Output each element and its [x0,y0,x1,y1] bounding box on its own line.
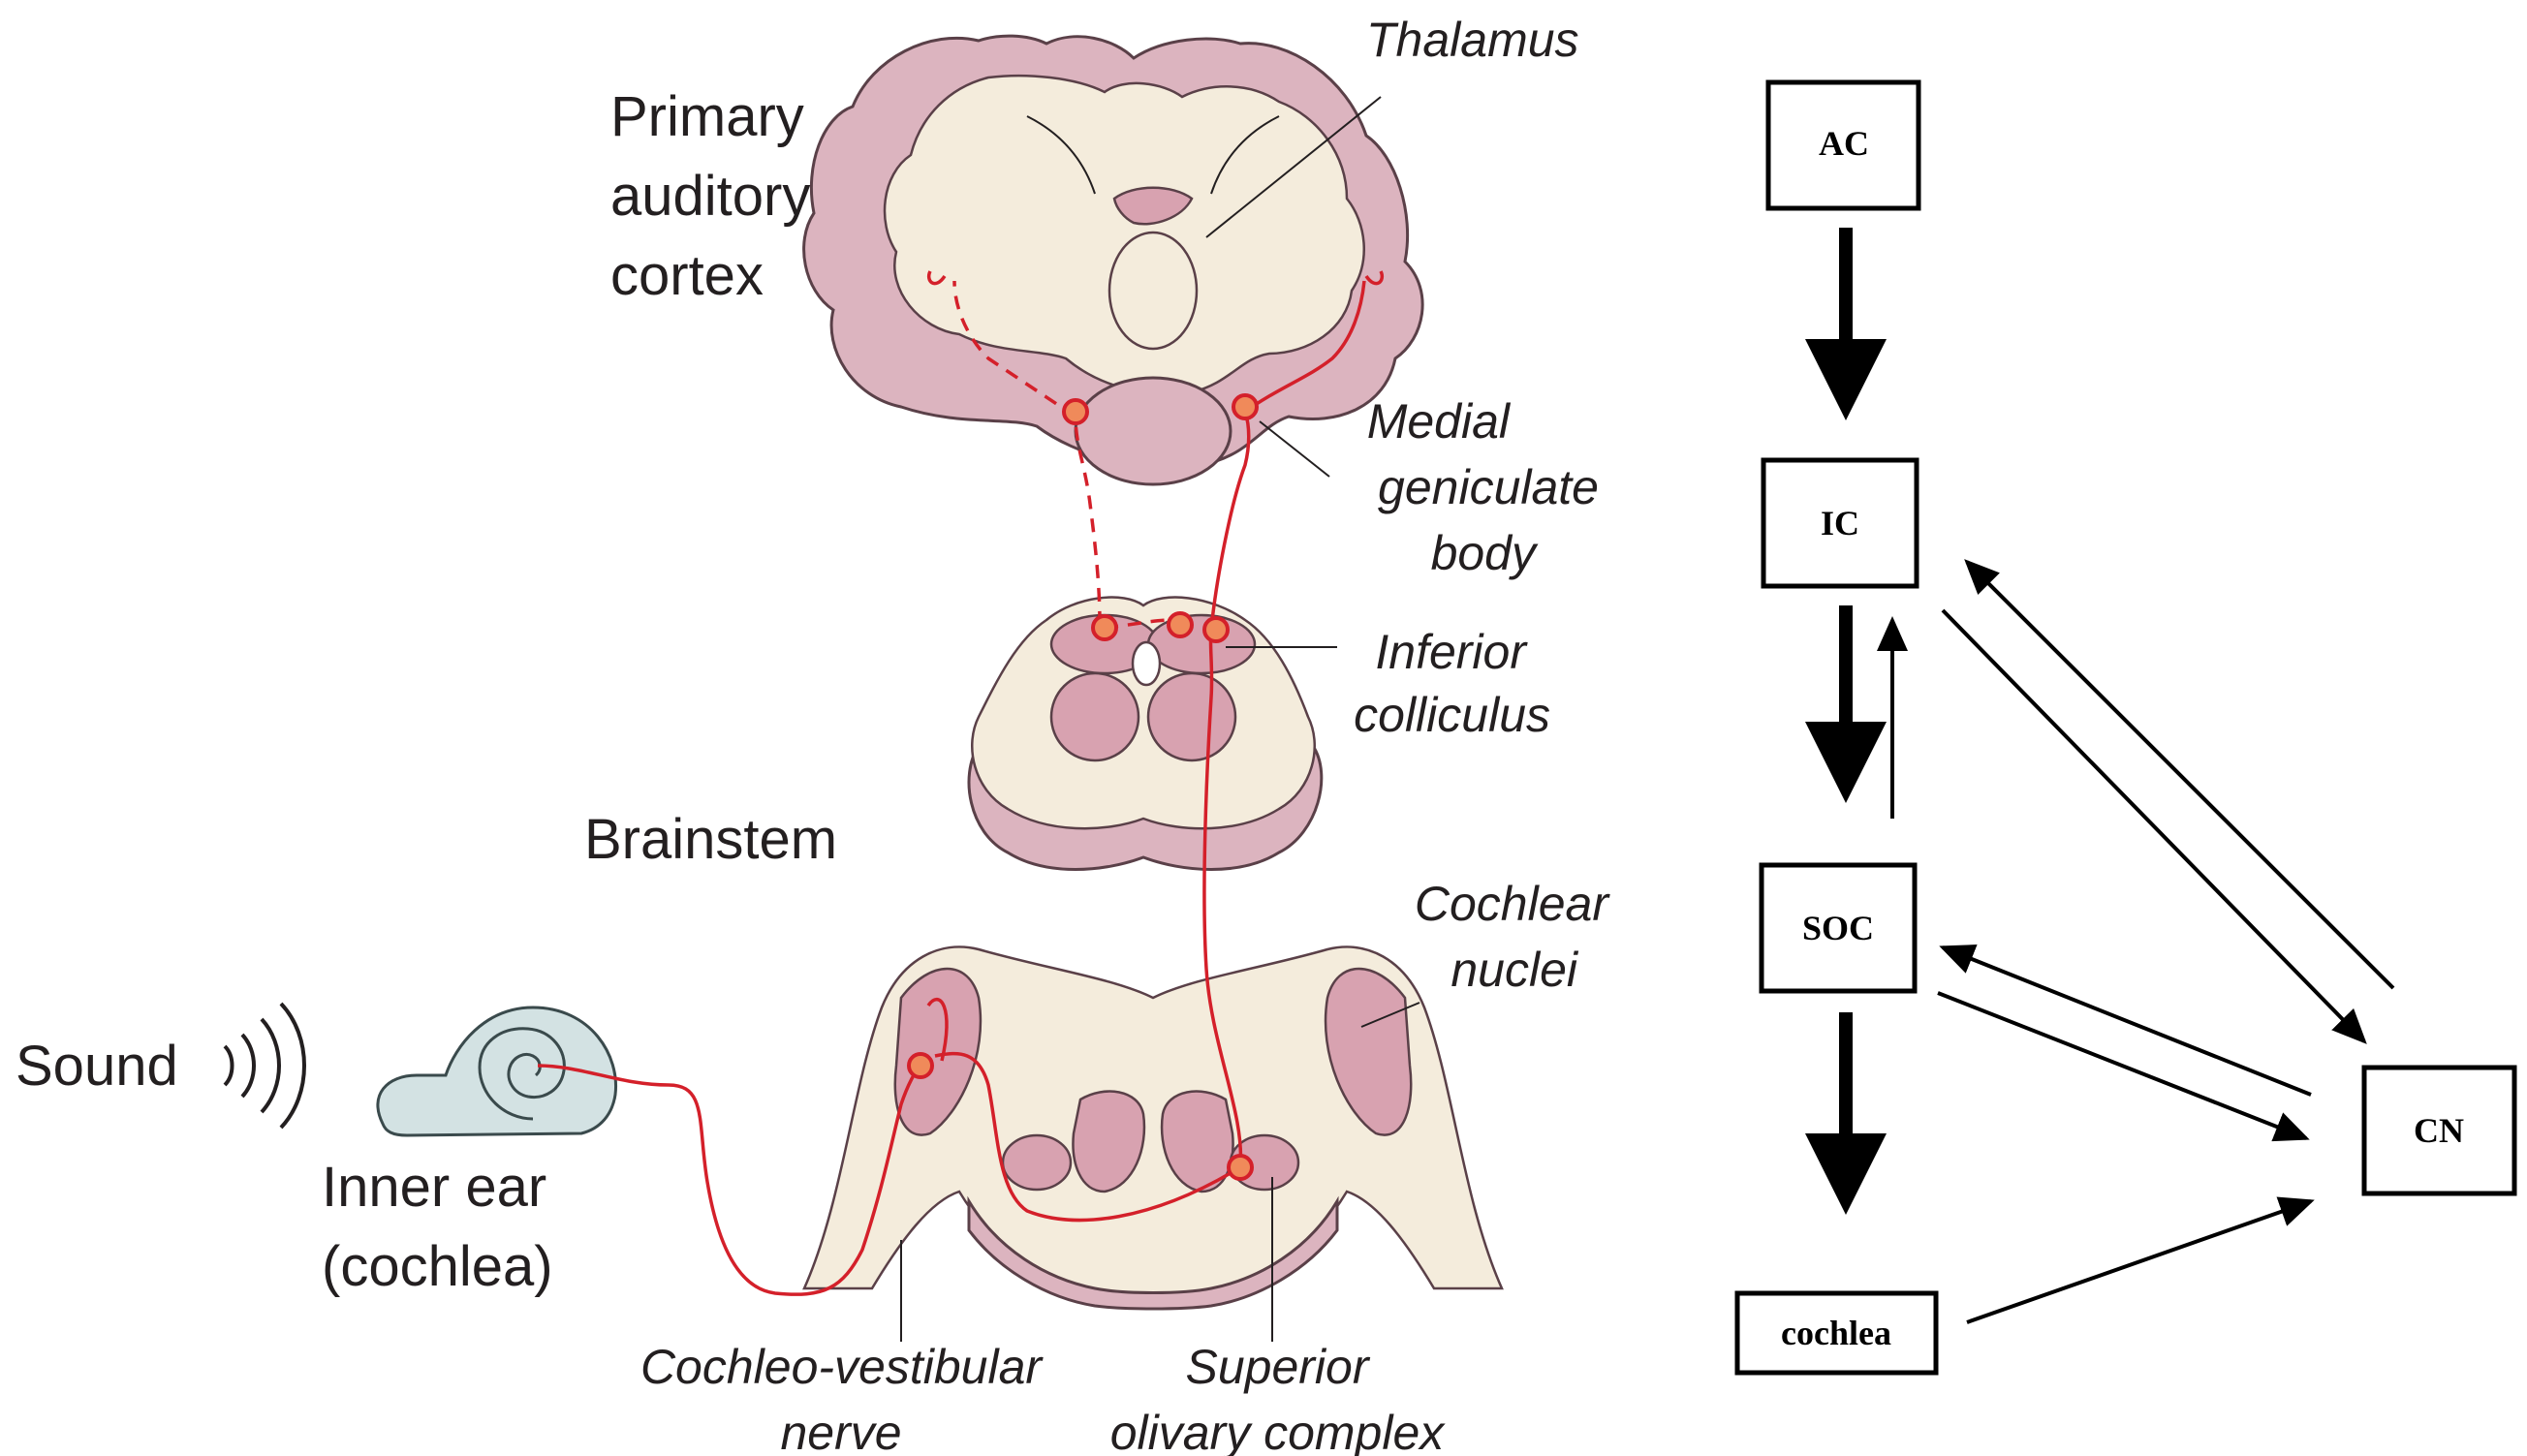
label-medial-geniculate-line1: Medial [1367,394,1512,449]
brainstem-section [969,598,1322,870]
label-superior-olivary-line1: Superior [1186,1340,1371,1394]
flowchart: AC IC SOC cochlea CN [1737,82,2514,1373]
edge-cochlea-to-cn [1967,1201,2311,1322]
brain-coronal-section [804,36,1423,484]
label-medial-geniculate-line3: body [1431,526,1539,580]
label-cochleo-vestibular-line2: nerve [780,1406,901,1456]
node-cochlea: cochlea [1737,1293,1936,1373]
label-thalamus: Thalamus [1366,13,1579,67]
edge-ic-to-cn [1943,610,2364,1041]
label-sound: Sound [16,1035,178,1098]
label-cochlear-nuclei-line1: Cochlear [1415,877,1610,931]
label-primary-auditory-cortex-line2: auditory [610,165,810,228]
label-primary-auditory-cortex-line3: cortex [610,244,764,307]
node-soc-label: SOC [1802,909,1874,947]
edge-cn-to-ic [1967,562,2393,988]
label-primary-auditory-cortex-line1: Primary [610,85,804,148]
label-medial-geniculate-line2: geniculate [1378,460,1599,514]
label-superior-olivary-line2: olivary complex [1110,1406,1447,1456]
node-ac-label: AC [1819,124,1869,163]
node-cn-label: CN [2414,1111,2464,1150]
anatomy-illustration: Primary auditory cortex Thalamus Medial … [16,13,1610,1456]
node-cn: CN [2364,1068,2514,1193]
label-inner-ear-line1: Inner ear [322,1156,546,1219]
edge-soc-to-cn [1938,993,2306,1138]
label-brainstem: Brainstem [584,808,837,871]
node-ic: IC [1763,460,1917,586]
medulla-section [804,947,1502,1310]
node-soc: SOC [1762,865,1915,991]
label-inferior-colliculus-line1: Inferior [1375,625,1528,679]
label-inner-ear-line2: (cochlea) [322,1235,553,1298]
label-cochleo-vestibular-line1: Cochleo-vestibular [640,1340,1044,1394]
label-inferior-colliculus-line2: colliculus [1354,688,1550,742]
node-ac: AC [1768,82,1919,208]
sound-wave-icon [225,1004,304,1128]
node-ic-label: IC [1821,504,1859,542]
edge-cn-to-soc [1943,947,2311,1095]
node-cochlea-label: cochlea [1781,1314,1891,1352]
label-cochlear-nuclei-line2: nuclei [1451,943,1579,997]
